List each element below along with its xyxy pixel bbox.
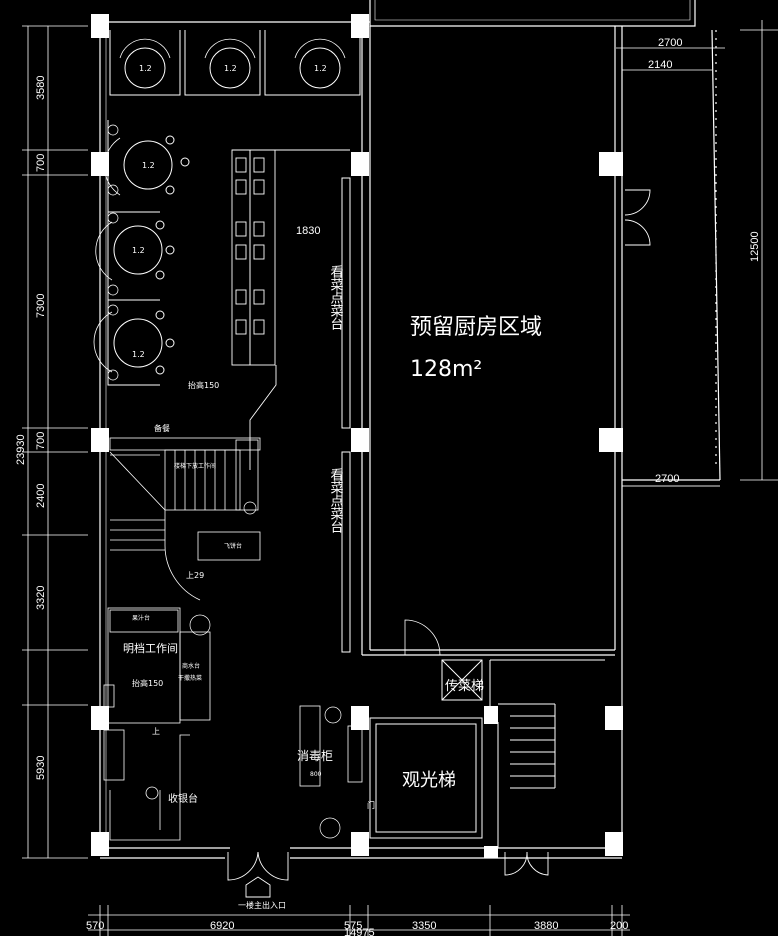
dim-text: 6920 (210, 920, 234, 932)
table-label: 1.2 (132, 350, 145, 359)
bottom-dimension-lines (88, 905, 630, 936)
disinfection-cabinet-label: 消毒柜 (297, 749, 333, 763)
under-stair-label: 楼梯下放工作间 (174, 462, 216, 470)
dim-text: 700 (35, 154, 47, 172)
up-label: 上 (152, 727, 160, 736)
dim-text: 2700 (658, 37, 682, 49)
raised-label: 抬高150 (132, 678, 163, 688)
dim-text: 12500 (749, 231, 761, 262)
table-label: 1.2 (314, 64, 327, 73)
serving-station-label: 看菜点菜台 (328, 264, 344, 330)
right-dimensions: 2700 2140 2700 12500 1830 800 (296, 37, 761, 778)
columns (91, 14, 623, 858)
water-bar-label: 商水台 (182, 662, 200, 670)
table-label: 1.2 (139, 64, 152, 73)
dim-text: 2700 (655, 473, 679, 485)
left-dimensions: 3580 700 7300 700 2400 3320 5930 23930 (15, 76, 47, 780)
door-label: 门 (367, 800, 375, 810)
meal-prep-label: 备餐 (154, 423, 170, 433)
cashier-label: 收银台 (168, 792, 198, 805)
table-label: 1.2 (142, 161, 155, 170)
left-dimension-lines (22, 25, 88, 859)
dim-text: 2400 (35, 484, 47, 508)
dim-total-bottom: 14975 (344, 927, 375, 936)
dim-text: 7300 (35, 294, 47, 318)
sightseeing-elevator-label: 观光梯 (402, 770, 456, 791)
dim-text: 3880 (534, 920, 558, 932)
table-labels: 1.2 1.2 1.2 1.2 1.2 1.2 (132, 64, 327, 359)
raised-label: 抬高150 (188, 380, 219, 390)
side-board-label: 干撒热菜 (178, 674, 202, 682)
up-29-label: 上29 (186, 571, 204, 580)
dish-elevator-label: 传菜梯 (445, 679, 484, 694)
dim-text: 3580 (35, 76, 47, 100)
open-workroom-label: 明档工作间 (123, 641, 178, 655)
serving-counters (341, 177, 351, 653)
dim-text: 5930 (35, 756, 47, 780)
seating-column (231, 149, 350, 470)
round-booths-top (109, 30, 361, 96)
dim-text: 800 (310, 771, 322, 778)
bar-label: 飞饼台 (224, 542, 242, 550)
building-outline (99, 0, 721, 859)
kitchen-area-label: 预留厨房区域 (410, 315, 542, 340)
staircase (103, 437, 441, 841)
right-dimension-lines (616, 20, 778, 487)
kitchen-area-size: 128m² (410, 357, 482, 382)
dim-text: 3320 (35, 586, 47, 610)
juice-label: 果汁台 (132, 614, 150, 622)
table-label: 1.2 (224, 64, 237, 73)
dim-text: 575 (344, 920, 362, 932)
plants (107, 124, 342, 839)
entrance-label: 一楼主出入口 (238, 900, 286, 910)
dim-text: 200 (610, 920, 628, 932)
round-booths-left (93, 120, 190, 386)
bottom-dimensions: 570 6920 575 3350 3880 200 14975 (86, 920, 628, 936)
dim-text: 1830 (296, 225, 320, 237)
elevators (369, 659, 605, 848)
dim-total-left: 23930 (15, 434, 27, 465)
entrance-doors (227, 189, 651, 898)
dim-text: 2140 (648, 59, 672, 71)
table-label: 1.2 (132, 246, 145, 255)
dim-text: 3350 (412, 920, 436, 932)
dim-text: 700 (35, 432, 47, 450)
serving-station-label: 看菜点菜台 (328, 467, 344, 533)
dim-text: 570 (86, 920, 104, 932)
